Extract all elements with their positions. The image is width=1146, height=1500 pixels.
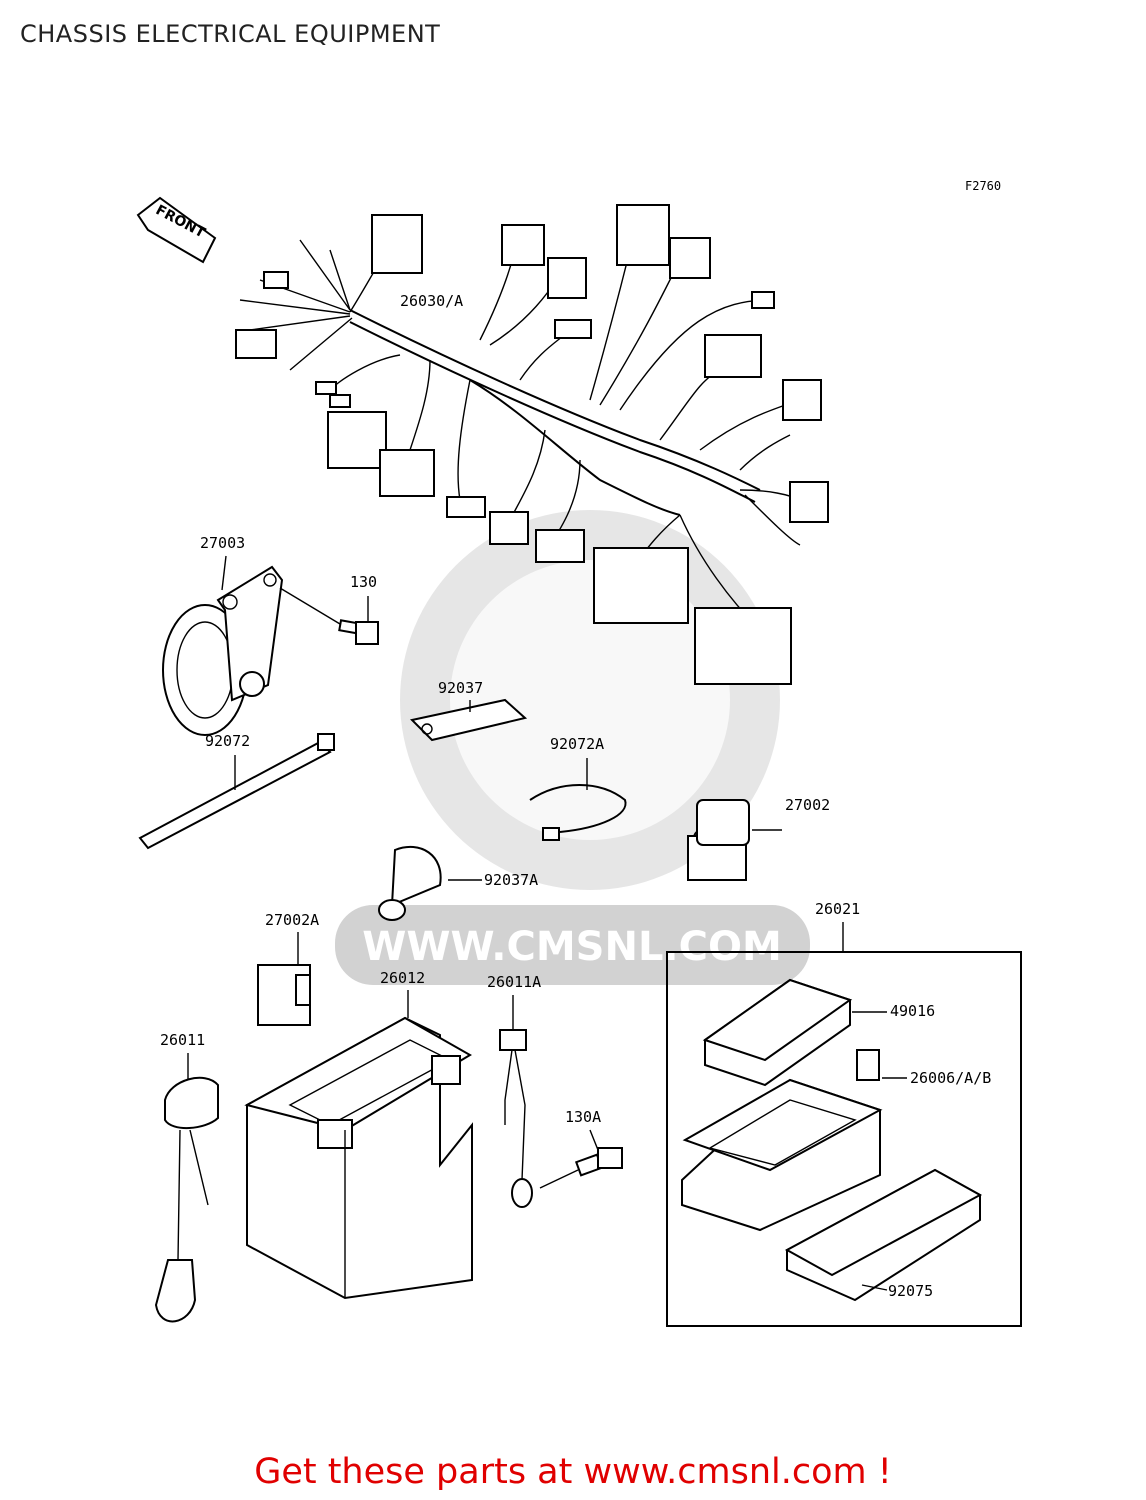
- label-junction-box: 26021: [815, 900, 860, 918]
- clamp: [378, 845, 442, 921]
- label-battery: 26012: [380, 969, 425, 987]
- label-fuse: 26006/A/B: [910, 1069, 991, 1087]
- label-horn: 27003: [200, 534, 245, 552]
- label-harness: 26030/A: [400, 292, 463, 310]
- figure-code: F2760: [965, 179, 1001, 193]
- wiring-harness: [235, 204, 829, 685]
- battery-lead: [154, 1076, 219, 1323]
- horn: [162, 565, 284, 736]
- front-arrow-icon: FRONT: [136, 196, 217, 264]
- footer-promo[interactable]: Get these parts at www.cmsnl.com !: [254, 1452, 892, 1492]
- junction-box: [681, 978, 983, 1302]
- label-cap: 92075: [888, 1282, 933, 1300]
- cable-tie: [138, 733, 335, 850]
- label-lead-a: 26011A: [487, 973, 541, 991]
- label-relay-a: 27002A: [265, 911, 319, 929]
- battery-lead-a: [499, 1029, 533, 1208]
- relay-a: [257, 964, 311, 1026]
- junction-box-frame: [666, 951, 1022, 1327]
- bracket: [409, 698, 528, 742]
- label-tie-band: 92072A: [550, 735, 604, 753]
- cable-band: [529, 784, 627, 841]
- label-bracket: 92037: [438, 679, 483, 697]
- label-clamp: 92037A: [484, 871, 538, 889]
- battery: [244, 1016, 473, 1300]
- label-bolt: 130: [350, 573, 377, 591]
- bolt-a: [539, 1147, 623, 1189]
- label-relay: 27002: [785, 796, 830, 814]
- label-bolt-a: 130A: [565, 1108, 601, 1126]
- relay: [687, 799, 750, 881]
- bolt: [279, 587, 379, 645]
- label-tie-long: 92072: [205, 732, 250, 750]
- label-lead: 26011: [160, 1031, 205, 1049]
- watermark-text: WWW.CMSNL.COM: [362, 924, 782, 970]
- label-cover: 49016: [890, 1002, 935, 1020]
- page-title: CHASSIS ELECTRICAL EQUIPMENT: [20, 20, 441, 48]
